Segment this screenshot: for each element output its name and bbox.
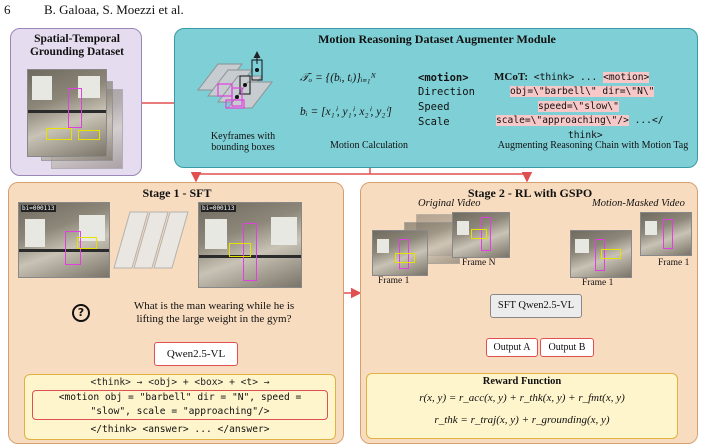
motion-tag: <motion> — [418, 72, 469, 84]
dataset-title-line1: Spatial-Temporal — [34, 33, 120, 45]
output-a-box: Output A — [486, 338, 538, 357]
keyframes-label: Keyframes with bounding boxes — [196, 131, 290, 153]
mcot-think-close: think> — [568, 129, 603, 141]
attr-speed: Speed — [418, 101, 450, 113]
keyframes-stack — [196, 51, 274, 109]
mcot-scale: scale=\"approaching\"/> — [496, 115, 629, 127]
frame-1-label-a: Frame 1 — [378, 276, 410, 286]
question-line2: lifting the large weight in the gym? — [136, 313, 292, 325]
keyframes-label-line1: Keyframes with — [210, 131, 276, 142]
stage1-answer-line: </think> <answer> ... </answer> — [90, 424, 270, 435]
mcot-label: MCoT: — [494, 71, 529, 83]
page-number: 6 — [4, 2, 11, 17]
stage1-motion-line2: "slow", scale = "approaching"/> — [90, 406, 270, 417]
formula-trajectory: 𝒯ₒ = {(bᵢ, tᵢ)}ᵢ₌₁ᴺ — [300, 72, 376, 84]
dataset-panel: Spatial-Temporal Grounding Dataset — [10, 28, 142, 176]
frame-1-label-b: Frame 1 — [582, 278, 614, 288]
stage1-frame-right: bi=000113 — [198, 202, 302, 288]
masked-video-label: Motion-Masked Video — [592, 198, 685, 209]
masked-frame-left — [570, 230, 632, 278]
mcot-block: MCoT: <think> ... <motion> obj=\"barbell… — [494, 70, 694, 143]
reward-title: Reward Function — [482, 376, 562, 387]
reward-box — [366, 373, 678, 439]
stage1-model-box: Qwen2.5-VL — [154, 342, 238, 366]
mcot-speed: speed=\"slow\" — [538, 100, 619, 112]
augmenter-panel: Motion Reasoning Dataset Augmenter Modul… — [174, 28, 698, 168]
frame-n-label: Frame N — [462, 258, 496, 268]
stage1-title: Stage 1 - SFT — [142, 186, 212, 200]
original-frame-1 — [372, 230, 428, 276]
attr-direction: Direction — [418, 86, 475, 98]
stage1-motion-line1: <motion obj = "barbell" dir = "N", speed… — [58, 392, 302, 403]
mcot-think-open: <think> ... — [533, 72, 604, 83]
reward-equation-1: r(x, y) = r_acc(x, y) + r_thk(x, y) + r_… — [419, 392, 625, 404]
stage1-frames-stack — [113, 211, 189, 269]
running-header-authors: B. Galoaa, S. Moezzi et al. — [44, 2, 184, 17]
question-icon: ? — [72, 304, 90, 322]
mcot-ellipsis: ...</ — [628, 115, 664, 127]
output-b-box: Output B — [540, 338, 594, 357]
stage1-frame-left-caption: bi=000113 — [21, 205, 56, 212]
question-text: What is the man wearing while he is lift… — [96, 300, 332, 326]
augment-label: Augmenting Reasoning Chain with Motion T… — [497, 140, 689, 151]
stage1-output-box — [24, 374, 336, 440]
mcot-motion-open: <motion> — [603, 72, 650, 83]
question-line1: What is the man wearing while he is — [133, 300, 295, 312]
reward-equation-2: r_thk = r_traj(x, y) + r_grounding(x, y) — [434, 414, 610, 426]
original-video-label: Original Video — [418, 198, 481, 209]
stage2-title: Stage 2 - RL with GSPO — [467, 186, 593, 200]
sft-model-box: SFT Qwen2.5-VL — [490, 294, 582, 318]
keyframes-label-line2: bounding boxes — [211, 142, 275, 153]
mcot-obj-dir: obj=\"barbell\" dir=\"N\" — [510, 86, 655, 98]
formula-bbox: bᵢ = [x₁ⁱ, y₁ⁱ, x₂ⁱ, y₂ⁱ] — [300, 106, 392, 118]
masked-frame-right — [640, 212, 692, 256]
dataset-title-line2: Grounding Dataset — [29, 46, 125, 58]
original-frame-n — [452, 212, 510, 258]
stage1-frame-right-caption: bi=000113 — [201, 205, 236, 212]
stage1-motion-text: <motion obj = "barbell" dir = "N", speed… — [34, 391, 326, 419]
motion-calc-label: Motion Calculation — [330, 140, 409, 151]
frame-1-label-c: Frame 1 — [658, 258, 690, 268]
stage1-motion-box — [32, 390, 328, 420]
stage1-frame-left: bi=000113 — [18, 202, 110, 278]
attr-scale: Scale — [418, 116, 450, 128]
augmenter-title: Motion Reasoning Dataset Augmenter Modul… — [318, 32, 556, 46]
dataset-frame-front — [27, 69, 107, 157]
stage1-think-line: <think> → <obj> + <box> + <t> → — [90, 377, 270, 388]
